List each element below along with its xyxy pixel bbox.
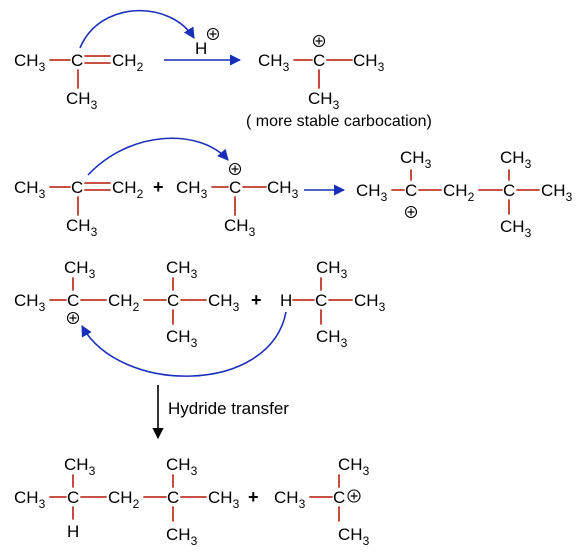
step1-tert-butyl-cation: CH3 C CH3 CH3: [258, 34, 385, 112]
hydride-transfer-label: Hydride transfer: [168, 399, 289, 418]
svg-text:CH3: CH3: [400, 148, 432, 171]
step5-isooctane: CH3 C CH3 H CH2 C CH3 CH3 CH3: [14, 455, 240, 548]
svg-text:CH3: CH3: [500, 148, 532, 171]
svg-text:CH3: CH3: [66, 216, 98, 239]
svg-text:CH3: CH3: [267, 178, 299, 201]
svg-text:C: C: [71, 178, 83, 197]
cation-charge: [347, 489, 361, 503]
svg-text:C: C: [167, 291, 179, 310]
svg-text:H: H: [67, 522, 79, 541]
svg-text:CH3: CH3: [14, 51, 46, 74]
stability-caption: ( more stable carbocation): [246, 113, 432, 130]
svg-text:CH3: CH3: [258, 51, 290, 74]
plus-sign-step2: +: [153, 177, 164, 197]
svg-text:CH3: CH3: [166, 258, 198, 281]
svg-text:CH3: CH3: [353, 51, 385, 74]
svg-text:C: C: [503, 181, 515, 200]
svg-text:CH3: CH3: [66, 89, 98, 112]
svg-text:CH3: CH3: [14, 178, 46, 201]
plus-sign-step5: +: [248, 487, 259, 507]
svg-text:CH3: CH3: [208, 291, 240, 314]
svg-text:C: C: [315, 291, 327, 310]
step3-isobutane: H C CH3 CH3 CH3: [280, 258, 386, 350]
curved-arrow-pi-to-proton: [79, 9, 195, 49]
svg-text:CH3: CH3: [166, 327, 198, 350]
svg-text:C: C: [333, 488, 345, 507]
step1-isobutylene: CH3 C CH2 CH3: [14, 51, 144, 112]
svg-text:CH3: CH3: [176, 178, 208, 201]
step2-isobutylene: CH3 C CH2 CH3: [14, 178, 144, 239]
curved-arrow-hydride-shift: [81, 311, 287, 377]
cation-charge: [312, 34, 326, 48]
svg-text:CH3: CH3: [316, 258, 348, 281]
proton-h: H: [195, 39, 207, 58]
svg-text:CH3: CH3: [166, 455, 198, 478]
svg-text:CH3: CH3: [338, 525, 370, 548]
svg-text:C: C: [67, 291, 79, 310]
svg-text:C: C: [405, 181, 417, 200]
svg-text:CH2: CH2: [112, 178, 144, 201]
svg-text:CH2: CH2: [108, 488, 140, 511]
svg-text:CH2: CH2: [112, 51, 144, 74]
svg-text:CH3: CH3: [208, 488, 240, 511]
svg-text:CH3: CH3: [541, 181, 573, 204]
svg-text:C: C: [229, 178, 241, 197]
svg-text:CH3: CH3: [166, 525, 198, 548]
curved-arrow-pi-to-cation: [87, 137, 229, 176]
step5-tert-butyl-cation: CH3 C CH3 CH3: [274, 455, 370, 548]
svg-text:CH3: CH3: [64, 258, 96, 281]
svg-text:CH3: CH3: [14, 291, 46, 314]
svg-text:CH3: CH3: [500, 217, 532, 240]
plus-sign-step3: +: [251, 290, 262, 310]
svg-text:C: C: [167, 488, 179, 507]
svg-text:CH3: CH3: [354, 291, 386, 314]
svg-text:C: C: [71, 51, 83, 70]
cation-charge: [228, 162, 242, 176]
svg-text:CH3: CH3: [224, 216, 256, 239]
step2-c8-cation: CH3 C CH3 CH2 C CH3 CH3 CH3: [356, 148, 573, 240]
svg-text:CH3: CH3: [316, 327, 348, 350]
svg-text:C: C: [313, 51, 325, 70]
step2-tert-butyl-cation: CH3 C CH3 CH3: [176, 162, 299, 239]
svg-text:CH3: CH3: [338, 455, 370, 478]
cation-charge: [404, 205, 418, 219]
cation-charge: [66, 311, 80, 325]
svg-text:CH3: CH3: [14, 488, 46, 511]
svg-text:H: H: [280, 291, 292, 310]
svg-text:CH2: CH2: [443, 181, 475, 204]
svg-text:CH2: CH2: [108, 291, 140, 314]
svg-text:CH3: CH3: [64, 455, 96, 478]
step3-c8-cation: CH3 C CH3 CH2 C CH3 CH3 CH3: [14, 258, 240, 350]
proton-charge: [206, 27, 220, 41]
svg-text:CH3: CH3: [356, 181, 388, 204]
svg-text:CH3: CH3: [274, 488, 306, 511]
svg-text:C: C: [67, 488, 79, 507]
svg-text:CH3: CH3: [308, 89, 340, 112]
